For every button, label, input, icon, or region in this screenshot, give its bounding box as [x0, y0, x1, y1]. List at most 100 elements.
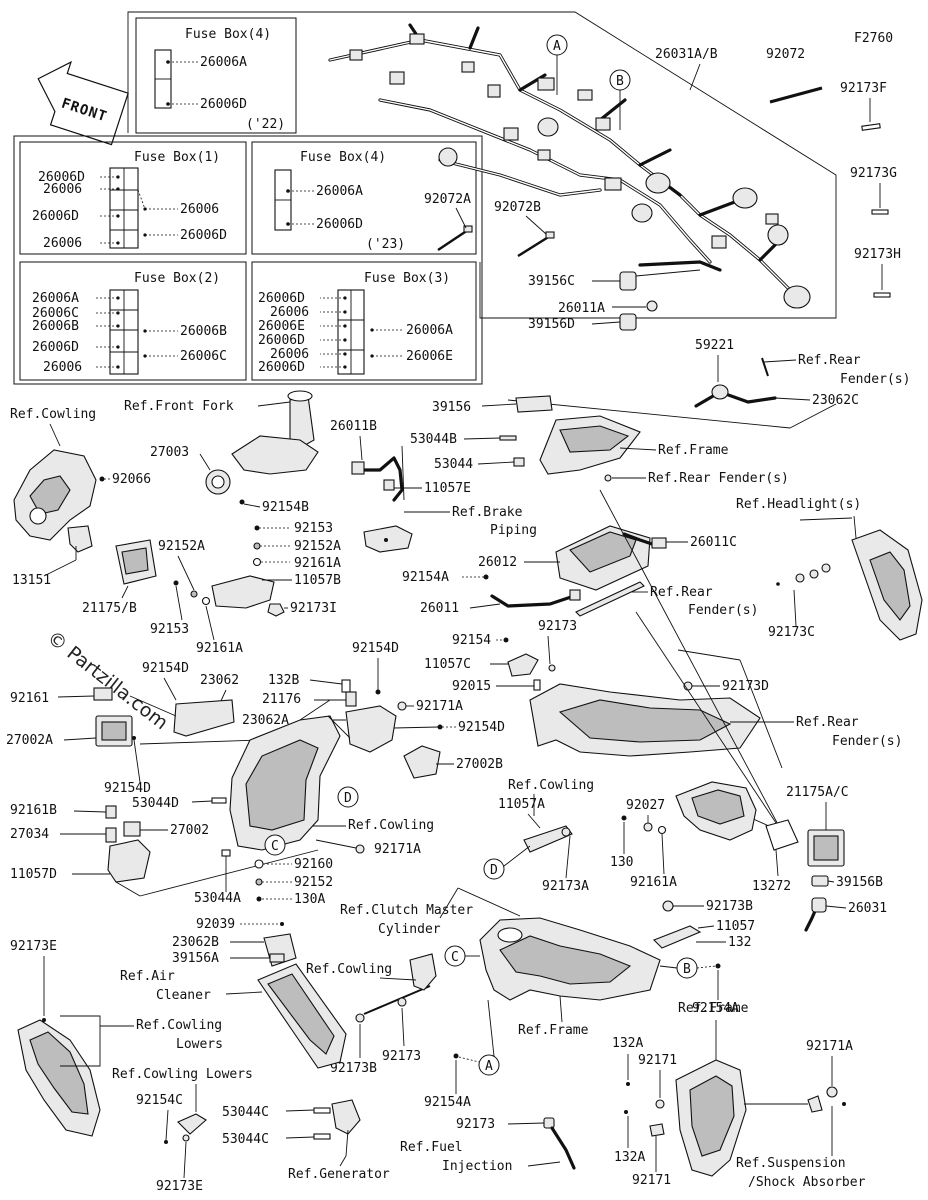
part-label: 21175/B — [82, 601, 137, 616]
fuse-label: 26006E — [406, 349, 453, 364]
part-label: 132 — [728, 935, 751, 950]
callout-c-upper: C — [264, 834, 286, 856]
part-label: 92173B — [330, 1061, 377, 1076]
part-label: 92173E — [156, 1179, 203, 1194]
part-label: 92171 — [638, 1053, 677, 1068]
fuse-label: 26006D — [258, 333, 305, 348]
part-label: 27002A — [6, 733, 53, 748]
part-label: 92027 — [626, 798, 665, 813]
part-label: 92154A — [424, 1095, 471, 1110]
part-label: 92161A — [196, 641, 243, 656]
svg-text:D: D — [344, 791, 352, 806]
part-label: 26031 — [848, 901, 887, 916]
part-label: 92161B — [10, 803, 57, 818]
fuse-label: 26006D — [258, 291, 305, 306]
part-label: 26011C — [690, 535, 737, 550]
part-label: 26031A/B — [655, 47, 718, 62]
part-label: 92154 — [452, 633, 491, 648]
part-label: 92173C — [768, 625, 815, 640]
fuse-box-3: Fuse Box(3) 26006D 26006 26006E 26006D 2… — [251, 261, 477, 381]
fuse-box-4-2022: Fuse Box(4) 26006A 26006D ('22) — [135, 17, 297, 134]
part-label: Ref.Fuel — [400, 1140, 463, 1155]
part-label: 39156 — [432, 400, 471, 415]
callout-b: B — [609, 69, 631, 91]
part-label: Ref.Cowling — [10, 407, 96, 422]
part-label: 92173 — [538, 619, 577, 634]
part-label: 13151 — [12, 573, 51, 588]
part-label: 92152 — [294, 875, 333, 890]
fuse-label: 26006D — [180, 228, 227, 243]
callout-b-lower: B — [676, 957, 698, 979]
part-label: 132A — [614, 1150, 645, 1165]
part-label: 92171A — [416, 699, 463, 714]
fuse-label: 26006D — [258, 360, 305, 375]
part-label: 92072 — [766, 47, 805, 62]
part-label: 23062B — [172, 935, 219, 950]
part-label: 92160 — [294, 857, 333, 872]
part-label: 11057E — [424, 481, 471, 496]
part-label: Ref.Cowling — [508, 778, 594, 793]
part-label: Piping — [490, 523, 537, 538]
fuse-label: 26006 — [43, 182, 82, 197]
part-label: 53044 — [434, 457, 473, 472]
figure-code: F2760 — [854, 31, 893, 46]
relay-ecu-21175 — [115, 539, 157, 585]
part-label: Ref.Headlight(s) — [736, 497, 861, 512]
part-label: Fender(s) — [840, 372, 910, 387]
fuse-box-title: Fuse Box(4) — [300, 150, 386, 165]
part-label: 53044A — [194, 891, 241, 906]
part-label: 92015 — [452, 679, 491, 694]
part-label: 132B — [268, 673, 299, 688]
part-label: Injection — [442, 1159, 512, 1174]
part-label: 11057D — [10, 867, 57, 882]
part-label: 92154A — [692, 1001, 739, 1016]
fuse-label: 26006D — [38, 170, 85, 185]
fuse-label: 26006 — [270, 305, 309, 320]
fuse-box-title: Fuse Box(2) — [134, 271, 220, 286]
part-label: 27034 — [10, 827, 49, 842]
part-label: Ref.Rear — [796, 715, 859, 730]
part-label: 92173E — [10, 939, 57, 954]
fuse-label: 26006A — [200, 55, 247, 70]
part-label: 92173B — [706, 899, 753, 914]
part-label: Lowers — [176, 1037, 223, 1052]
part-label: 92171 — [632, 1173, 671, 1188]
part-label: 92161 — [10, 691, 49, 706]
callout-a: A — [546, 34, 568, 56]
part-label: 92171A — [806, 1039, 853, 1054]
fuse-label: 26006D — [200, 97, 247, 112]
relay-21175AC — [807, 829, 845, 867]
part-label: Ref.Generator — [288, 1167, 390, 1182]
harness-frame-line — [127, 11, 837, 319]
callout-a-lower: A — [478, 1054, 500, 1076]
fuse-label: 26006C — [180, 349, 227, 364]
fuse-box-group-frame — [13, 135, 483, 385]
svg-text:A: A — [553, 39, 561, 54]
part-label: Ref.Frame — [518, 1023, 589, 1038]
main-frame-lower — [479, 917, 661, 1001]
part-label: 92152A — [158, 539, 205, 554]
svg-text:D: D — [490, 863, 498, 878]
part-label: 92173D — [722, 679, 769, 694]
callout-d-lower: D — [483, 858, 505, 880]
part-label: 11057C — [424, 657, 471, 672]
part-label: 92161A — [630, 875, 677, 890]
rear-frame-part — [539, 415, 641, 475]
part-label: 39156A — [172, 951, 219, 966]
part-label: Ref.Brake — [452, 505, 523, 520]
fuse-box-2: Fuse Box(2) 26006A 26006C 26006B 26006D … — [19, 261, 247, 381]
fuse-label: 26006B — [180, 324, 227, 339]
fuse-label: 26006B — [32, 319, 79, 334]
part-label: 92173G — [850, 166, 897, 181]
fuse-box-title: Fuse Box(1) — [134, 150, 220, 165]
part-label: 92039 — [196, 917, 235, 932]
fuse-box-1: Fuse Box(1) 26006D 26006 26006D 26006 26… — [19, 141, 247, 255]
part-label: 39156C — [528, 274, 575, 289]
part-label: 92173 — [382, 1049, 421, 1064]
part-label: Ref.Cowling — [306, 962, 392, 977]
part-label: 92173I — [290, 601, 337, 616]
fuse-label: 26006D — [316, 217, 363, 232]
part-label: 21176 — [262, 692, 301, 707]
battery-box-26012 — [555, 525, 651, 591]
